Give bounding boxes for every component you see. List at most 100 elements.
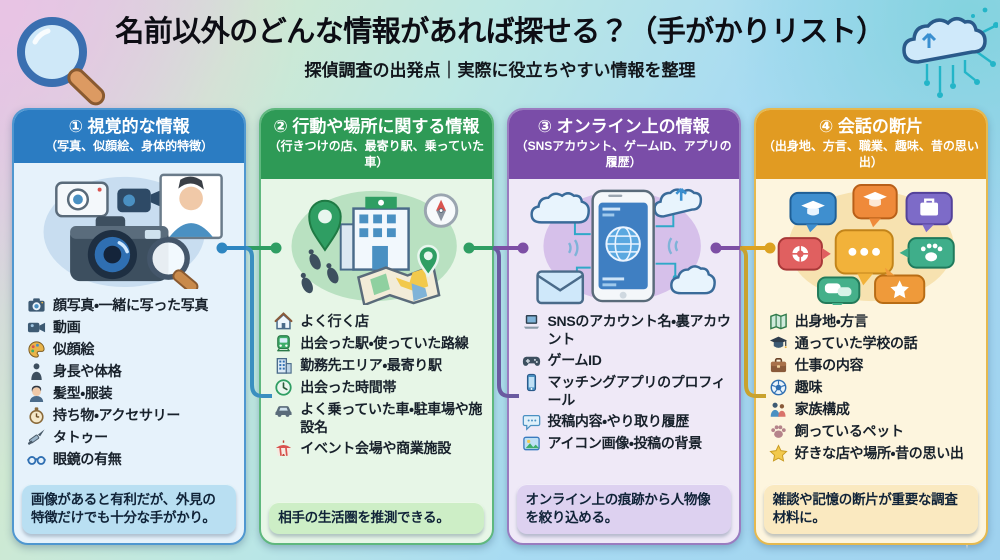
circus-tent-icon (274, 439, 293, 458)
footprints-icon (301, 248, 339, 293)
illustration-smartphone (511, 183, 737, 305)
list-item: 眼鏡の有無 (27, 450, 236, 469)
clue-label: 動画 (53, 318, 81, 335)
list-item: イベント会場や商業施設 (274, 439, 483, 458)
train-icon (274, 334, 293, 353)
smartphone-icon (522, 373, 541, 392)
list-item: 勤務先エリア・最寄り駅 (274, 356, 483, 375)
list-item: 似顔絵 (27, 340, 236, 359)
clue-label: アイコン画像・投稿の背景 (547, 435, 703, 452)
clue-label: タトゥー (53, 428, 108, 445)
list-item: 持ち物・アクセサリー (27, 406, 236, 425)
family-icon (769, 400, 788, 419)
list-item: マッチングアプリのプロフィール (522, 373, 731, 409)
list-item: 髪型・服装 (27, 384, 236, 403)
building-icon (339, 196, 411, 271)
clue-label: 持ち物・アクセサリー (53, 406, 181, 423)
card-footer-note: オンライン上の痕跡から人物像を絞り込める。 (516, 483, 731, 534)
card-header: ③ オンライン上の情報 （SNSアカウント、ゲームID、アプリの履歴） (508, 110, 739, 179)
email-icon (535, 269, 584, 304)
magnifying-glass-icon (17, 17, 106, 106)
list-item: よく行く店 (274, 311, 483, 331)
card-title: ③ オンライン上の情報 (537, 117, 710, 136)
card-subtitle: （行きつけの店、最寄り駅、乗っていた車） (268, 139, 485, 169)
card-footer-note: 相手の生活圏を推測できる。 (269, 501, 484, 534)
card-header: ④ 会話の断片 （出身地、方言、職業、趣味、昔の思い出） (755, 110, 986, 179)
card-conversation-fragments: ④ 会話の断片 （出身地、方言、職業、趣味、昔の思い出） (753, 108, 988, 545)
clue-list: 顔写真・一緒に写った写真動画似顔絵身長や体格髪型・服装持ち物・アクセサリータトゥ… (14, 293, 244, 472)
map-icon (769, 312, 788, 331)
list-item: ゲームID (522, 351, 731, 370)
clue-label: 飼っているペット (794, 422, 904, 439)
clue-label: 眼鏡の有無 (53, 450, 122, 467)
building-icon (274, 356, 293, 375)
clue-label: マッチングアプリのプロフィール (547, 373, 726, 409)
card-behavior-places: ② 行動や場所に関する情報 （行きつけの店、最寄り駅、乗っていた車） (259, 108, 494, 545)
pocket-watch-icon (27, 406, 46, 425)
speech-bubble-icon (522, 412, 541, 432)
image-icon (522, 434, 541, 453)
clue-label: 出会った駅・使っていた路線 (300, 334, 469, 351)
page-title: 名前以外のどんな情報があれば探せる？（手がかりリスト） (115, 16, 885, 48)
list-item: SNSのアカウント名・裏アカウント (522, 312, 731, 348)
hairstyle-icon (27, 384, 46, 403)
card-footer-note: 雑談や記憶の断片が重要な調査材料に。 (763, 483, 978, 534)
glasses-icon (27, 450, 46, 469)
laptop-icon (522, 312, 541, 331)
list-item: 趣味 (769, 378, 978, 397)
illustration-camera (16, 167, 242, 289)
clue-label: 仕事の内容 (794, 356, 864, 373)
clue-label: 家族構成 (794, 400, 850, 417)
list-item: 出身地・方言 (769, 312, 978, 331)
page-subtitle: 探偵調査の出発点｜実際に役立ちやすい情報を整理 (304, 61, 696, 81)
clue-list: SNSのアカウント名・裏アカウントゲームID マッチングアプリのプロフィール投稿内… (509, 309, 739, 457)
clue-label: イベント会場や商業施設 (300, 439, 451, 456)
folded-map-icon (357, 263, 441, 305)
video-camera-icon (27, 318, 46, 337)
ball-icon (769, 378, 788, 397)
small-map-pin-icon (417, 244, 440, 278)
gamepad-icon (522, 351, 541, 370)
illustration-map-places (263, 183, 489, 305)
clue-label: 顔写真・一緒に写った写真 (53, 296, 209, 313)
illustration-speech-bubbles (758, 183, 984, 305)
clock-icon (274, 378, 293, 397)
card-title: ② 行動や場所に関する情報 (273, 117, 480, 136)
clue-label: 通っていた学校の話 (794, 334, 918, 351)
list-item: 出会った駅・使っていた路線 (274, 334, 483, 353)
tattoo-needle-icon (27, 428, 46, 447)
speech-bubble-icons (777, 183, 955, 305)
list-item: よく乗っていた車・駐車場や施設名 (274, 400, 483, 436)
house-icon (274, 311, 293, 331)
small-camera-icon (55, 181, 109, 218)
list-item: 家族構成 (769, 400, 978, 419)
camera-icon (27, 296, 46, 315)
briefcase-icon (769, 356, 788, 375)
magnifier-icon (147, 237, 199, 289)
portrait-photo-icon (159, 173, 223, 240)
clue-label: 勤務先エリア・最寄り駅 (300, 356, 442, 373)
card-visual-info: ① 視覚的な情報 （写真、似顔絵、身体的特徴） (12, 108, 247, 545)
clue-label: 好きな店や場所・昔の思い出 (794, 444, 964, 461)
paw-icon (769, 422, 788, 441)
car-icon (274, 400, 293, 419)
clue-list: よく行く店出会った駅・使っていた路線勤務先エリア・最寄り駅出会った時間帯よく乗っ… (261, 309, 491, 461)
clue-label: よく行く店 (300, 312, 369, 329)
list-item: 出会った時間帯 (274, 378, 483, 397)
card-footer-note: 画像があると有利だが、外見の特徴だけでも十分な手がかり。 (22, 483, 237, 534)
large-camera-icon (70, 216, 169, 282)
clue-label: 似顔絵 (53, 340, 95, 357)
list-item: アイコン画像・投稿の背景 (522, 434, 731, 453)
list-item: 顔写真・一緒に写った写真 (27, 296, 236, 315)
compass-icon (424, 192, 459, 228)
card-subtitle: （出身地、方言、職業、趣味、昔の思い出） (762, 139, 979, 169)
clue-label: SNSのアカウント名・裏アカウント (547, 312, 731, 347)
person-icon (27, 362, 46, 381)
clue-label: 髪型・服装 (53, 384, 113, 401)
list-item: 好きな店や場所・昔の思い出 (769, 443, 978, 463)
clue-label: 身長や体格 (53, 362, 122, 379)
columns-container: ① 視覚的な情報 （写真、似顔絵、身体的特徴） (12, 108, 988, 545)
clue-label: 投稿内容・やり取り履歴 (547, 413, 690, 430)
clue-label: 出会った時間帯 (300, 378, 397, 395)
